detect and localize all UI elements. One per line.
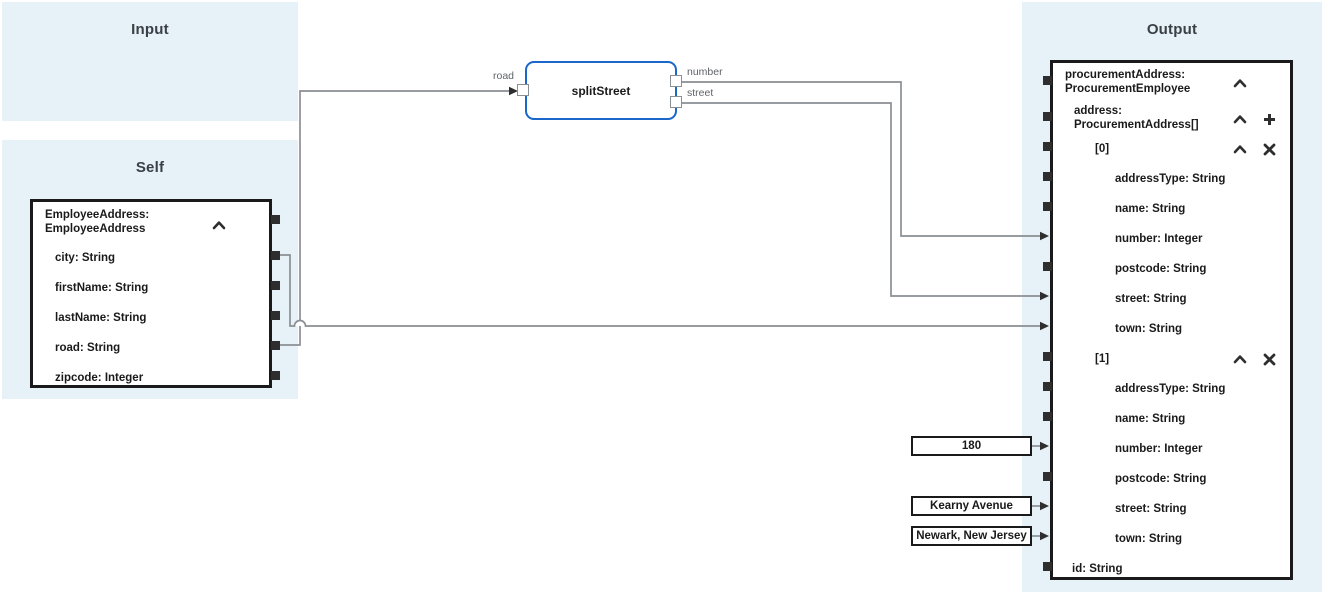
port-splitstreet-output-number[interactable] <box>670 75 682 87</box>
output-item0-number[interactable]: number: Integer <box>1115 233 1203 245</box>
output-field-id[interactable]: id: String <box>1072 563 1123 575</box>
output-item0-index[interactable]: [0] <box>1095 143 1110 155</box>
port-splitstreet-input-road[interactable] <box>517 84 529 96</box>
wire-number-to-number0[interactable] <box>682 81 1040 237</box>
output-item0-collapse-button[interactable] <box>1231 140 1249 158</box>
port-label-road: road <box>492 70 514 82</box>
self-field-zipcode[interactable]: zipcode: Integer <box>55 372 144 384</box>
input-panel-title: Input <box>131 21 169 38</box>
output-item1-town[interactable]: town: String <box>1115 533 1183 545</box>
wire-street-to-street0[interactable] <box>682 102 1040 297</box>
port-output-item0-addresstype[interactable] <box>1043 171 1052 181</box>
x-icon <box>1263 143 1275 155</box>
port-self-firstname[interactable] <box>271 280 280 290</box>
port-self-root[interactable] <box>271 214 280 224</box>
port-self-zipcode[interactable] <box>271 370 280 380</box>
output-item1-street[interactable]: street: String <box>1115 503 1187 515</box>
port-label-street: street <box>687 87 714 99</box>
chevron-up-icon <box>1233 145 1247 154</box>
function-node-splitstreet[interactable]: splitStreet <box>525 61 677 120</box>
output-root-collapse-button[interactable] <box>1231 74 1249 92</box>
output-item1-collapse-button[interactable] <box>1231 350 1249 368</box>
function-node-title: splitStreet <box>571 83 631 98</box>
self-node-title-line1: EmployeeAddress: <box>45 209 150 221</box>
self-field-city[interactable]: city: String <box>55 252 116 264</box>
output-item1-index[interactable]: [1] <box>1095 353 1110 365</box>
chevron-up-icon <box>212 221 226 230</box>
output-panel-title: Output <box>1146 21 1198 38</box>
output-root-header[interactable]: procurementAddress: ProcurementEmployee <box>1065 69 1190 96</box>
output-schema-node[interactable]: procurementAddress: ProcurementEmployee … <box>1050 60 1293 580</box>
port-self-lastname[interactable] <box>271 310 280 320</box>
port-output-id[interactable] <box>1043 561 1052 571</box>
self-node-title-line2: EmployeeAddress <box>45 222 146 235</box>
port-output-root[interactable] <box>1043 75 1052 85</box>
chevron-up-icon <box>1233 79 1247 88</box>
constant-box-newark-new-jersey[interactable]: Newark, New Jersey <box>911 526 1032 546</box>
self-field-road[interactable]: road: String <box>55 342 121 354</box>
self-node-header[interactable]: EmployeeAddress: EmployeeAddress <box>45 209 149 236</box>
output-address-line1: address: <box>1074 105 1122 117</box>
port-splitstreet-output-street[interactable] <box>670 96 682 108</box>
output-item1-remove-button[interactable] <box>1260 350 1278 368</box>
port-self-road[interactable] <box>271 340 280 350</box>
port-output-address[interactable] <box>1043 111 1052 121</box>
output-item1-addresstype[interactable]: addressType: String <box>1115 383 1226 395</box>
port-output-item1-postcode[interactable] <box>1043 471 1052 481</box>
chevron-up-icon <box>1233 115 1247 124</box>
constant-box-kearny-avenue[interactable]: Kearny Avenue <box>911 496 1032 516</box>
output-item1-number[interactable]: number: Integer <box>1115 443 1203 455</box>
port-self-city[interactable] <box>271 250 280 260</box>
input-panel: Input <box>2 2 298 121</box>
output-address-collapse-button[interactable] <box>1231 110 1249 128</box>
output-item0-addresstype[interactable]: addressType: String <box>1115 173 1226 185</box>
output-root-line1: procurementAddress: <box>1065 69 1186 81</box>
output-item0-postcode[interactable]: postcode: String <box>1115 263 1207 275</box>
self-field-lastname[interactable]: lastName: String <box>55 312 147 324</box>
plus-icon <box>1263 113 1275 125</box>
constant-value: Newark, New Jersey <box>916 530 1027 542</box>
output-item0-name[interactable]: name: String <box>1115 203 1186 215</box>
constant-value: Kearny Avenue <box>930 500 1013 512</box>
port-label-number: number <box>687 66 723 78</box>
self-field-firstname[interactable]: firstName: String <box>55 282 149 294</box>
output-address-add-item-button[interactable] <box>1260 110 1278 128</box>
self-panel-title: Self <box>135 159 165 176</box>
self-schema-node[interactable]: EmployeeAddress: EmployeeAddress city: S… <box>30 199 272 388</box>
self-node-collapse-button[interactable] <box>210 216 228 234</box>
constant-value: 180 <box>961 440 982 452</box>
port-output-item0[interactable] <box>1043 141 1052 151</box>
port-output-item0-postcode[interactable] <box>1043 261 1052 271</box>
constant-box-180[interactable]: 180 <box>911 436 1032 456</box>
output-address-header[interactable]: address: ProcurementAddress[] <box>1074 105 1199 132</box>
port-output-item0-name[interactable] <box>1043 201 1052 211</box>
output-address-line2: ProcurementAddress[] <box>1074 118 1199 131</box>
wire-road-to-splitstreet[interactable] <box>280 90 509 346</box>
chevron-up-icon <box>1233 355 1247 364</box>
output-item0-street[interactable]: street: String <box>1115 293 1187 305</box>
output-item0-remove-button[interactable] <box>1260 140 1278 158</box>
output-item0-town[interactable]: town: String <box>1115 323 1183 335</box>
output-item1-name[interactable]: name: String <box>1115 413 1186 425</box>
port-output-item1-name[interactable] <box>1043 411 1052 421</box>
output-item1-postcode[interactable]: postcode: String <box>1115 473 1207 485</box>
output-root-line2: ProcurementEmployee <box>1065 82 1191 95</box>
wire-city-to-town0[interactable] <box>280 254 1040 327</box>
x-icon <box>1263 353 1275 365</box>
port-output-item1-addresstype[interactable] <box>1043 381 1052 391</box>
port-output-item1[interactable] <box>1043 351 1052 361</box>
